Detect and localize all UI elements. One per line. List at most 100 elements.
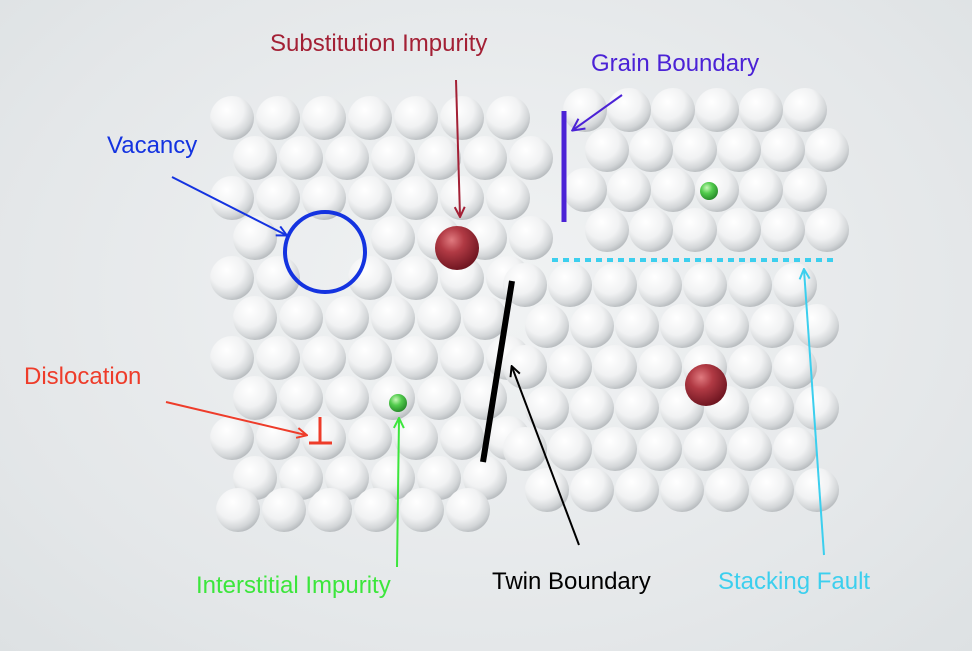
- vacancy-arrow: [171, 176, 286, 235]
- atom: [638, 263, 682, 307]
- atom: [463, 296, 507, 340]
- atom: [607, 88, 651, 132]
- atom: [279, 376, 323, 420]
- atom: [750, 304, 794, 348]
- atom: [593, 427, 637, 471]
- atom: [233, 136, 277, 180]
- interstitial-impurity-atom-2: [700, 182, 718, 200]
- atom: [325, 296, 369, 340]
- atom: [394, 416, 438, 460]
- atom: [256, 416, 300, 460]
- atom: [795, 468, 839, 512]
- atom: [728, 263, 772, 307]
- atom: [463, 376, 507, 420]
- grain-boundary-label: Grain Boundary: [591, 50, 760, 77]
- atom: [262, 488, 306, 532]
- atom: [463, 136, 507, 180]
- atom: [348, 336, 392, 380]
- atom: [417, 296, 461, 340]
- atom: [279, 296, 323, 340]
- atom: [308, 488, 352, 532]
- atom: [615, 386, 659, 430]
- atom: [673, 128, 717, 172]
- atom: [761, 208, 805, 252]
- dislocation-arrow: [165, 401, 306, 435]
- atom: [783, 88, 827, 132]
- atom: [773, 263, 817, 307]
- stacking-fault-arrow: [804, 270, 825, 556]
- atom: [739, 168, 783, 212]
- atom: [773, 345, 817, 389]
- atom: [503, 427, 547, 471]
- atoms-layer: [210, 88, 849, 532]
- atom: [394, 336, 438, 380]
- atom: [705, 304, 749, 348]
- atom: [354, 488, 398, 532]
- atom: [761, 128, 805, 172]
- atom: [525, 304, 569, 348]
- atom: [233, 296, 277, 340]
- atom: [660, 468, 704, 512]
- twin-boundary-arrow: [512, 367, 580, 546]
- atom: [210, 96, 254, 140]
- atom: [210, 176, 254, 220]
- atom: [607, 168, 651, 212]
- atom: [486, 176, 530, 220]
- atom: [728, 427, 772, 471]
- atom: [615, 468, 659, 512]
- atom: [548, 427, 592, 471]
- atom: [446, 488, 490, 532]
- atom: [348, 96, 392, 140]
- atom: [615, 304, 659, 348]
- atom: [570, 468, 614, 512]
- atom: [210, 256, 254, 300]
- twin-boundary-label: Twin Boundary: [492, 568, 651, 595]
- atom: [651, 168, 695, 212]
- atom: [629, 128, 673, 172]
- substitution-impurity-label: Substitution Impurity: [270, 30, 488, 57]
- atom: [348, 256, 392, 300]
- interstitial-impurity-atom: [389, 394, 407, 412]
- atom: [371, 216, 415, 260]
- atom: [717, 208, 761, 252]
- atom: [256, 96, 300, 140]
- atom: [371, 136, 415, 180]
- atom: [638, 345, 682, 389]
- atom: [509, 216, 553, 260]
- atom: [371, 296, 415, 340]
- atom: [279, 136, 323, 180]
- atom: [805, 208, 849, 252]
- atom: [717, 128, 761, 172]
- atom: [585, 128, 629, 172]
- substitution-arrow: [456, 79, 460, 216]
- atom: [795, 386, 839, 430]
- atom: [302, 96, 346, 140]
- atom: [233, 376, 277, 420]
- atom: [805, 128, 849, 172]
- atom: [683, 427, 727, 471]
- atom: [210, 336, 254, 380]
- dislocation-symbol: [309, 417, 332, 445]
- atom: [486, 96, 530, 140]
- atom: [325, 376, 369, 420]
- special-atoms-layer: [389, 182, 727, 412]
- atom: [728, 345, 772, 389]
- atom: [256, 176, 300, 220]
- atom: [683, 263, 727, 307]
- atom: [302, 416, 346, 460]
- vacancy-circle: [283, 210, 367, 294]
- interstitial-impurity-label: Interstitial Impurity: [196, 572, 391, 599]
- atom: [563, 168, 607, 212]
- atom: [302, 336, 346, 380]
- atom: [302, 176, 346, 220]
- substitution-impurity-atom: [435, 226, 479, 270]
- interstitial-arrow: [397, 419, 399, 568]
- atom: [233, 216, 277, 260]
- atom: [440, 96, 484, 140]
- atom: [695, 88, 739, 132]
- defect-markers: [283, 111, 836, 463]
- atom: [638, 427, 682, 471]
- atom: [348, 176, 392, 220]
- atom: [585, 208, 629, 252]
